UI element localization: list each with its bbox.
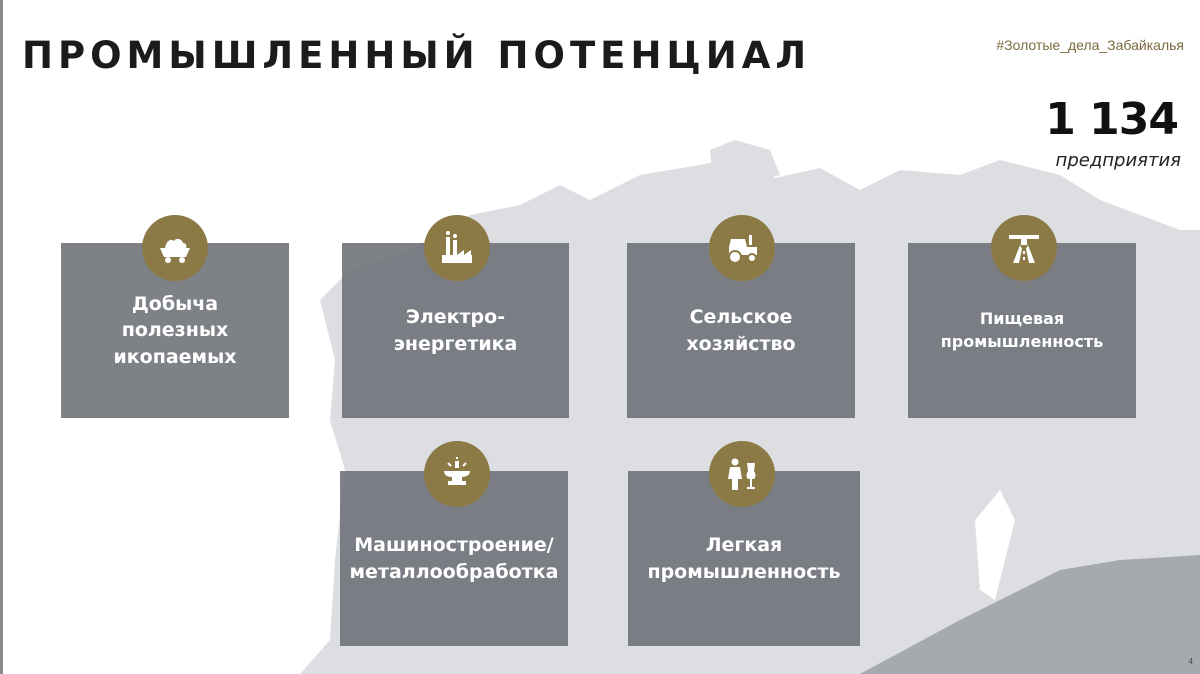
power-plant-icon-glyph (442, 231, 472, 263)
enterprise-count: 1 134 (1045, 94, 1179, 145)
conveyor-icon-glyph (1009, 235, 1039, 263)
sector-label: Легкая промышленность (647, 534, 841, 583)
left-edge-rule (0, 0, 3, 674)
mine-cart-icon-glyph (160, 238, 190, 263)
sector-label: Сельское хозяйство (686, 306, 796, 355)
sector-label: Пищевая промышленность (940, 309, 1104, 351)
page-title: ПРОМЫШЛЕННЫЙ ПОТЕНЦИАЛ (22, 34, 812, 77)
hashtag: #Золотые_дела_Забайкалья (996, 37, 1184, 53)
sector-card-mining: Добыча полезных икопаемых (61, 243, 289, 418)
conveyor-icon (991, 215, 1057, 281)
tailor-mannequin-icon-glyph (728, 458, 756, 490)
anvil-icon-glyph (444, 457, 470, 485)
tractor-icon-glyph (728, 235, 757, 264)
sector-label: Электро- энергетика (393, 306, 518, 355)
mine-cart-icon (142, 215, 208, 281)
sector-label: Машиностроение/ металлообработка (349, 534, 559, 583)
map-coast-island (710, 140, 780, 185)
tailor-mannequin-icon (709, 441, 775, 507)
page-number: 4 (1188, 657, 1193, 666)
power-plant-icon (424, 215, 490, 281)
enterprise-count-label: предприятия (1055, 150, 1181, 171)
anvil-icon (424, 441, 490, 507)
map-region-dark (860, 555, 1200, 674)
sector-label: Добыча полезных икопаемых (113, 293, 237, 368)
map-peninsula (975, 490, 1015, 600)
tractor-icon (709, 215, 775, 281)
